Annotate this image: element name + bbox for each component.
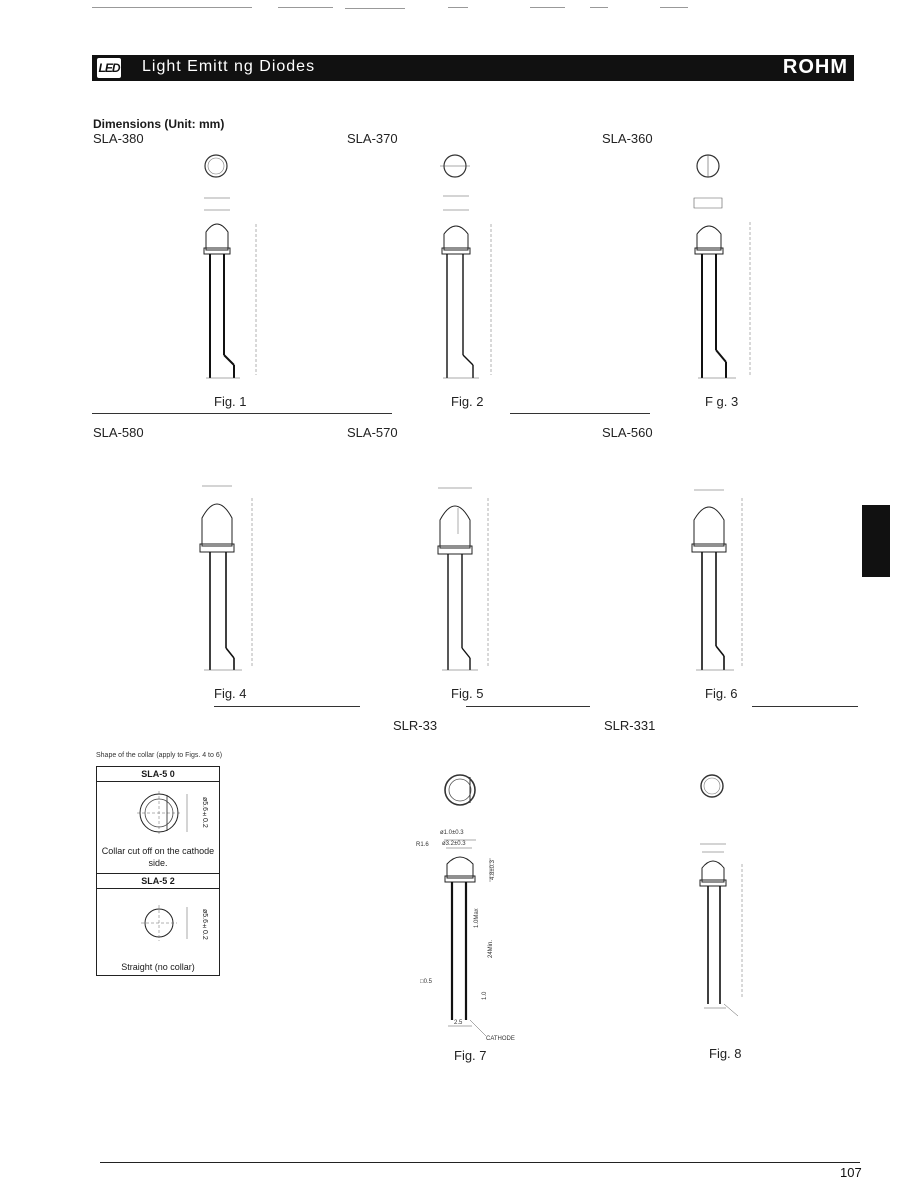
inset-caption-1: Collar cut off on the cathode side. <box>101 846 215 868</box>
model-label: SLA-360 <box>602 131 653 146</box>
fig7-dim-pin: □0.5 <box>420 979 433 985</box>
fig7-dim-tip: 1.0 <box>482 991 488 1000</box>
led-logo-icon: LED <box>96 57 122 79</box>
figure-caption: Fig. 6 <box>705 686 738 701</box>
figure-caption: F g. 3 <box>705 394 739 409</box>
header-bar: LED Light Emitt ng Diodes ROHM <box>92 55 854 81</box>
inset-title-1: SLA-5 0 <box>97 767 219 782</box>
section-tab <box>862 505 890 577</box>
model-label: SLA-580 <box>93 425 144 440</box>
figure-caption: Fig. 5 <box>451 686 484 701</box>
collar-note: Shape of the collar (apply to Figs. 4 to… <box>96 752 223 759</box>
fig7-dim-pitch: 2.5 <box>454 1020 463 1026</box>
collar-dim-1: ø5.6±0.2 <box>201 797 208 828</box>
fig7-cathode-label: CATHODE <box>486 1036 515 1042</box>
collar-straight-icon <box>137 901 217 951</box>
fig7-dim-r: R1.6 <box>416 842 429 848</box>
model-label: SLR-33 <box>393 718 438 733</box>
fig7-dim-d2: ø3.2±0.3 <box>442 841 466 847</box>
collar-cut-icon <box>137 789 217 845</box>
figure-caption: Fig. 2 <box>451 394 484 409</box>
page-title: Light Emitt ng Diodes <box>142 58 316 75</box>
model-label: SLA-380 <box>93 131 144 146</box>
figure-caption: Fig. 4 <box>214 686 247 701</box>
fig7-dim-d1: ø1.0±0.3 <box>440 830 464 836</box>
section-heading: Dimensions (Unit: mm) <box>93 117 225 131</box>
inset-title-2: SLA-5 2 <box>97 873 219 889</box>
page-number: 107 <box>840 1165 862 1180</box>
fig5-drawing <box>428 478 518 683</box>
model-label: SLA-560 <box>602 425 653 440</box>
figure-caption: Fig. 7 <box>454 1048 487 1063</box>
fig8-drawing <box>672 768 782 1028</box>
fig3-drawing <box>680 150 780 390</box>
model-label: SLA-570 <box>347 425 398 440</box>
fig7-dim-c: 1.0Max <box>474 908 480 928</box>
fig7-drawing: ø1.0±0.3 ø3.2±0.3 R1.6 4.8±0.3 1.0Max 24… <box>416 768 515 1042</box>
fig7-dim-lead: 24Min. <box>488 940 494 958</box>
inset-caption-2: Straight (no collar) <box>121 962 195 972</box>
fig6-drawing <box>680 478 770 683</box>
collar-inset: SLA-5 0 ø5.6±0.2 Collar cut off on the c… <box>96 766 220 976</box>
collar-dim-2: ø5.6±0.2 <box>201 909 208 940</box>
figure-caption: Fig. 1 <box>214 394 247 409</box>
model-label: SLA-370 <box>347 131 398 146</box>
fig7-dim-h: 4.8±0.3 <box>490 859 496 880</box>
fig2-drawing <box>425 150 515 390</box>
fig1-drawing <box>190 150 280 390</box>
figure-caption: Fig. 8 <box>709 1046 742 1061</box>
model-label: SLR-331 <box>604 718 656 733</box>
fig4-drawing <box>190 478 280 683</box>
brand-logo: ROHM <box>782 56 848 78</box>
